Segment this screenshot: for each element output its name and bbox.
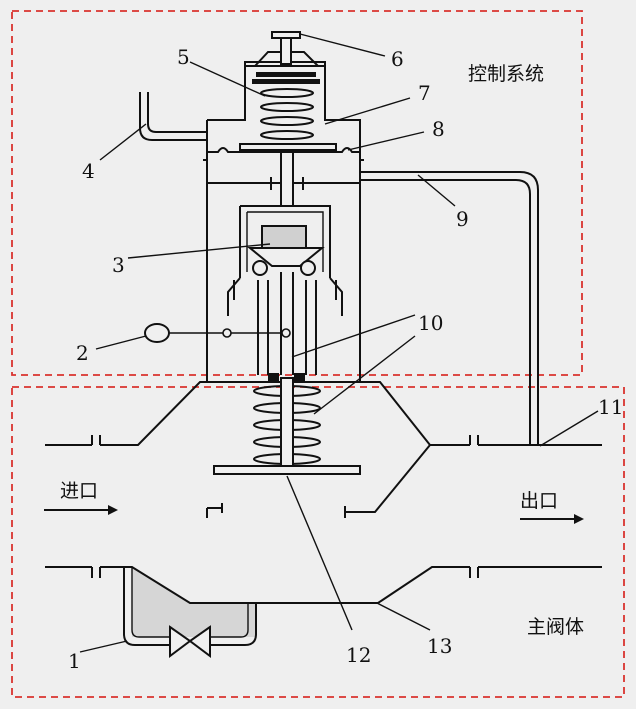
label-5: 5 <box>177 45 190 69</box>
label-9: 9 <box>456 207 469 231</box>
label-1: 1 <box>68 649 81 673</box>
outlet-arrow <box>520 514 584 524</box>
label-11: 11 <box>598 395 623 419</box>
label-4: 4 <box>82 159 95 183</box>
lower-chamber-shade <box>132 567 255 637</box>
main-valve-body-label: 主阀体 <box>527 616 584 638</box>
valve-disc <box>213 465 361 475</box>
adjusting-screw <box>280 35 292 65</box>
label-7: 7 <box>418 81 431 105</box>
main-valve-body <box>45 373 602 658</box>
label-10: 10 <box>418 311 443 335</box>
label-2: 2 <box>76 341 89 365</box>
label-8: 8 <box>432 117 445 141</box>
leader-lines <box>79 33 599 653</box>
label-13: 13 <box>427 634 452 658</box>
pilot-spring <box>260 88 314 140</box>
pressure-sensor <box>144 323 170 343</box>
outlet-label: 出口 <box>520 490 558 512</box>
label-3: 3 <box>112 253 125 277</box>
label-6: 6 <box>391 47 404 71</box>
diaphragm-plate <box>239 143 337 151</box>
shutoff-valve <box>169 625 192 658</box>
inlet-arrow <box>44 505 118 515</box>
control-system-label: 控制系统 <box>468 63 544 85</box>
control-system <box>139 31 539 445</box>
main-valve-body-box <box>11 386 625 698</box>
label-12: 12 <box>346 643 371 667</box>
inlet-label: 进口 <box>60 480 98 502</box>
